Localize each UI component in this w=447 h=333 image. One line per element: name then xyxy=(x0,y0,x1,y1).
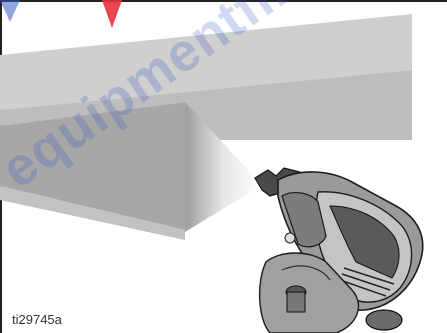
figure-id-label: ti29745a xyxy=(12,312,62,327)
watermark-red-shape xyxy=(102,0,122,28)
paint-sprayer-icon xyxy=(255,168,423,333)
watermark-blue-shape xyxy=(0,0,20,22)
